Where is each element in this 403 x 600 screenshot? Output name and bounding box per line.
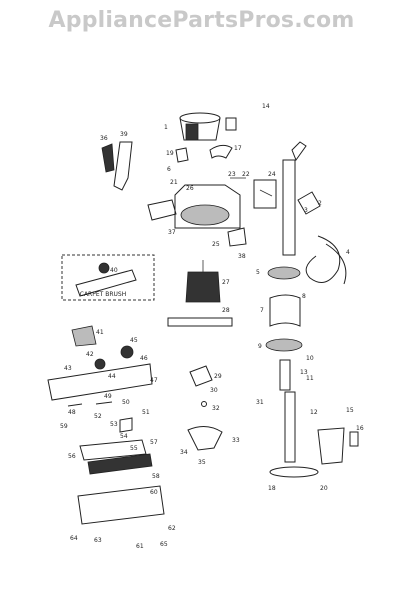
part-label: 12: [310, 409, 318, 416]
part-label: 61: [136, 543, 144, 550]
part-label: 30: [210, 387, 218, 394]
part-label: 55: [130, 445, 138, 452]
part-label: 59: [60, 423, 68, 430]
part-label: 54: [120, 433, 128, 440]
watermark: AppliancePartsPros.com: [48, 8, 355, 33]
part-label: 15: [346, 407, 354, 414]
part-label: 52: [94, 413, 102, 420]
part-label: 29: [214, 373, 222, 380]
part-label: 22: [242, 171, 250, 178]
part-label: 38: [238, 253, 246, 260]
part-label: 3: [304, 207, 308, 214]
part-label: 50: [122, 399, 130, 406]
inset-caption: CARPET BRUSH: [80, 291, 126, 298]
part-label: 57: [150, 439, 158, 446]
part-label: 36: [100, 135, 108, 142]
left-attachment-group: [101, 141, 133, 191]
part-label: 20: [320, 485, 328, 492]
part-label: 47: [150, 377, 158, 384]
part-label: 4: [346, 249, 350, 256]
part-label: 44: [108, 373, 116, 380]
part-label: 8: [302, 293, 306, 300]
upper-housing-group: [147, 112, 277, 247]
part-label: 28: [222, 307, 230, 314]
part-label: 16: [356, 425, 364, 432]
part-label: 42: [86, 351, 94, 358]
part-label: 1: [164, 124, 168, 131]
part-label: 34: [180, 449, 188, 456]
part-label: 17: [234, 145, 242, 152]
part-label: 23: [228, 171, 236, 178]
part-label: 56: [68, 453, 76, 460]
part-label: 41: [96, 329, 104, 336]
part-label: 45: [130, 337, 138, 344]
part-label: 18: [268, 485, 276, 492]
part-label: 21: [170, 179, 178, 186]
part-label: 63: [94, 537, 102, 544]
part-label: 31: [256, 399, 264, 406]
part-label: 58: [152, 473, 160, 480]
part-label: 5: [256, 269, 260, 276]
part-label: 39: [120, 131, 128, 138]
part-label: 49: [104, 393, 112, 400]
part-label: 2: [318, 200, 322, 207]
part-label: 14: [262, 103, 270, 110]
part-label: 9: [258, 343, 262, 350]
part-label: 40: [110, 267, 118, 274]
part-label: 53: [110, 421, 118, 428]
dust-cup-group: [265, 266, 359, 478]
part-number-labels: 1 2 3 4 5 6 7 8 9 10 11 12 13 14 15 16 1…: [60, 103, 364, 550]
part-label: 6: [167, 166, 171, 173]
part-label: 48: [68, 409, 76, 416]
carpet-brush-inset: CARPET BRUSH: [61, 254, 155, 301]
part-label: 19: [166, 150, 174, 157]
part-label: 32: [212, 405, 220, 412]
part-label: 65: [160, 541, 168, 548]
part-label: 64: [70, 535, 78, 542]
motor-group: [167, 260, 233, 407]
part-label: 37: [168, 229, 176, 236]
part-label: 24: [268, 171, 276, 178]
part-label: 43: [64, 365, 72, 372]
part-label: 25: [212, 241, 220, 248]
base-assembly-group: [47, 325, 223, 525]
part-label: 11: [306, 375, 314, 382]
part-label: 46: [140, 355, 148, 362]
part-label: 26: [186, 185, 194, 192]
handle-and-hose-group: [282, 141, 347, 285]
part-label: 60: [150, 489, 158, 496]
part-label: 35: [198, 459, 206, 466]
part-label: 62: [168, 525, 176, 532]
part-label: 51: [142, 409, 150, 416]
part-label: 10: [306, 355, 314, 362]
part-label: 7: [260, 307, 264, 314]
part-label: 27: [222, 279, 230, 286]
part-label: 13: [300, 369, 308, 376]
part-label: 33: [232, 437, 240, 444]
